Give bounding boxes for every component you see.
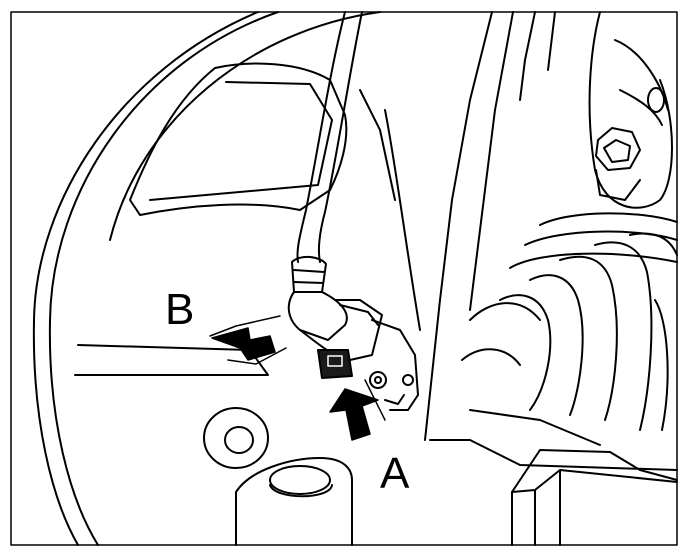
hex-nut (511, 449, 678, 546)
cv-boot-icon (461, 212, 678, 431)
steering-knuckle (424, 11, 678, 471)
lower-mounting-boss (203, 407, 353, 546)
brake-disc-icon (32, 11, 421, 546)
arrow-icon (329, 379, 386, 441)
sensor-connector-icon (299, 299, 419, 411)
callout-label-b: B (165, 285, 195, 334)
callout-label-a: A (380, 449, 410, 498)
bolt-head-icon (595, 127, 641, 201)
arrow-icon (209, 315, 287, 365)
sensor-cable-icon (287, 11, 363, 341)
